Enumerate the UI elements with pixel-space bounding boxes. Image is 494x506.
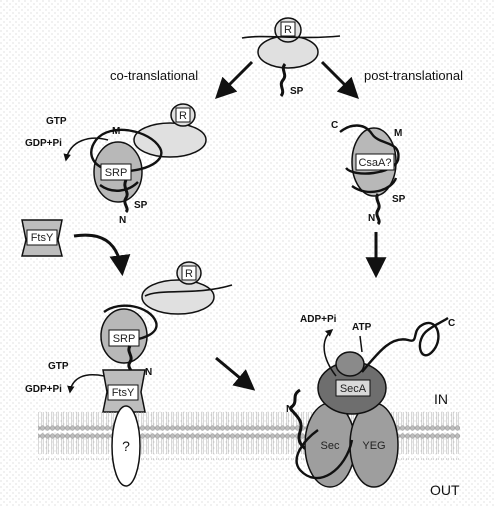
yeg-label: YEG [362,440,385,452]
docked-ribosome-label: R [185,268,193,280]
csaa-label: CsaA? [358,157,391,169]
gdp-label-bottom: GDP+Pi [25,384,62,395]
translocating-n-term: N [286,404,293,415]
srp-ribosome-complex: R SRP M SP N GTP GDP+Pi [25,103,207,226]
arrow-docked-to-sec [215,356,256,391]
csaa-c-term: C [331,120,338,131]
arrow-srp-to-membrane [73,233,131,277]
csaa-complex: CsaA? C M SP N [331,120,406,226]
unknown-label: ? [122,438,130,454]
sec-label: Sec [321,440,340,452]
top-ribosome-label: R [284,24,292,36]
unknown-component: ? [111,405,141,487]
co-translational-label: co-translational [110,68,198,83]
arrow-to-post-translational [320,60,359,99]
ftsy-free: FtsY [21,219,63,257]
top-sp-label: SP [290,86,304,97]
outside-label: OUT [430,482,460,498]
seca-label: SecA [340,383,367,395]
srp-ftsy-docked-complex: R SRP N FtsY GTP GDP+Pi [25,261,233,413]
mrna-label-post: M [394,128,402,139]
gtp-label-top: GTP [46,116,67,127]
srp-ribosome-label: R [179,110,187,122]
atp-label: ATP [352,322,372,333]
post-translational-label: post-translational [364,68,463,83]
srp-label: SRP [105,167,128,179]
csaa-n-term: N [368,213,375,224]
gtp-label-bottom: GTP [48,361,69,372]
adp-label: ADP+Pi [300,314,337,325]
arrow-to-co-translational [215,60,254,99]
srp-sp-label: SP [134,200,148,211]
gdp-label-top: GDP+Pi [25,138,62,149]
docked-srp-label: SRP [113,333,136,345]
docked-ftsy-label: FtsY [112,387,135,399]
top-ribosome: R SP [241,17,341,97]
srp-n-term: N [119,215,126,226]
csaa-sp-label: SP [392,194,406,205]
inside-label: IN [434,391,448,407]
docked-n-term: N [145,367,152,378]
ftsy-free-label: FtsY [31,232,54,244]
sec-translocase: N Sec YEG SecA C ATP ADP+Pi [286,314,455,488]
seca-c-term: C [448,318,455,329]
mrna-label-co: M [112,126,120,137]
